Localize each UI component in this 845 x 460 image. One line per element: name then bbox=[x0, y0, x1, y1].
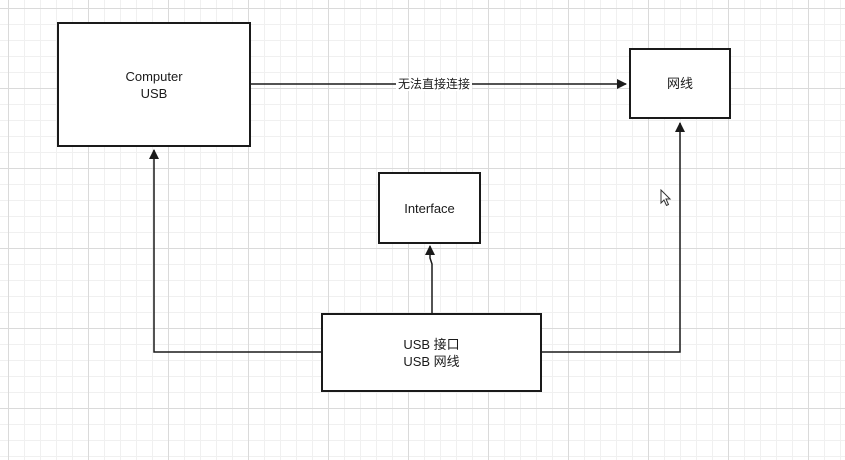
node-network-cable-label: 网线 bbox=[666, 76, 693, 91]
mouse-pointer-icon bbox=[660, 189, 672, 207]
node-usb-adapter-line2: USB 网线 bbox=[403, 353, 460, 369]
node-network-cable[interactable]: 网线 bbox=[629, 48, 731, 119]
node-computer-line2: USB bbox=[140, 85, 168, 101]
node-interface-label: Interface bbox=[404, 200, 455, 216]
node-usb-adapter[interactable]: USB 接口 USB 网线 bbox=[321, 313, 542, 392]
edge-adapter-to-interface[interactable] bbox=[425, 245, 435, 313]
edge-adapter-to-cable[interactable] bbox=[541, 122, 685, 353]
edge-adapter-to-computer[interactable] bbox=[149, 149, 321, 353]
node-computer-line1: Computer bbox=[125, 68, 183, 84]
node-interface[interactable]: Interface bbox=[378, 172, 481, 244]
node-computer[interactable]: Computer USB bbox=[57, 22, 251, 147]
node-usb-adapter-line1: USB 接口 bbox=[403, 336, 460, 352]
edge-label-no-direct-connection: 无法直接连接 bbox=[396, 77, 473, 91]
